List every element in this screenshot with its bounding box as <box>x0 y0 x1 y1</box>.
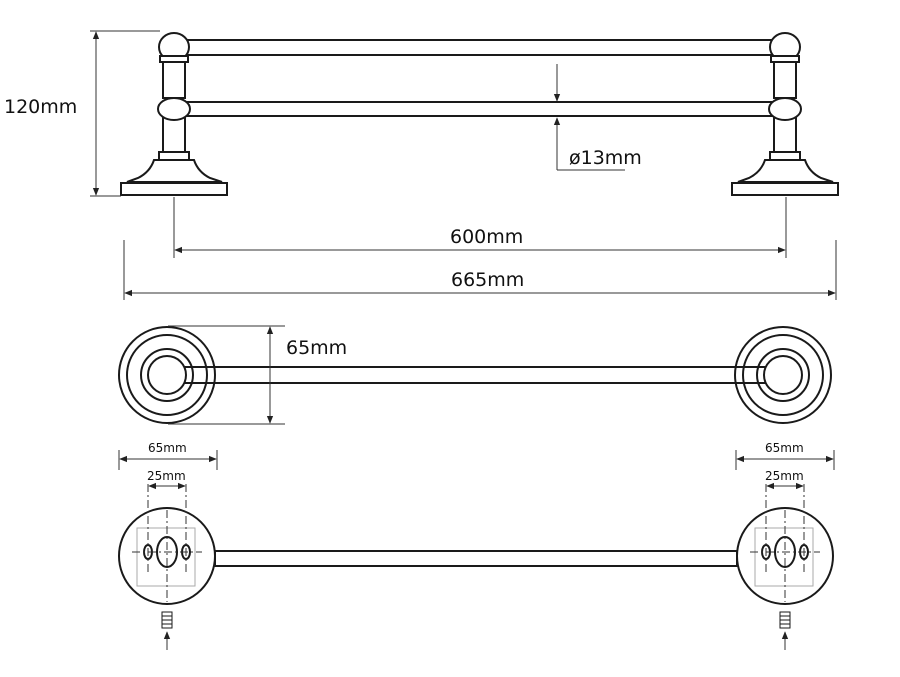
right-post <box>731 32 839 196</box>
lower-rod <box>184 101 776 117</box>
upper-rod <box>184 39 776 56</box>
left-base-width-label: 65mm <box>148 441 187 455</box>
right-hole-spacing-label: 25mm <box>765 469 804 483</box>
height-label: 120mm <box>4 96 77 118</box>
rod-diameter-label: ø13mm <box>569 147 642 169</box>
left-post <box>120 32 228 196</box>
top-view-rod <box>181 366 779 384</box>
mounting-view <box>118 507 834 605</box>
rod-length-label: 600mm <box>450 226 523 248</box>
right-base-width-label: 65mm <box>765 441 804 455</box>
right-rosette-top <box>734 326 832 424</box>
base-diameter-label: 65mm <box>286 337 347 359</box>
front-elevation-view <box>120 32 839 196</box>
left-hole-spacing-label: 25mm <box>147 469 186 483</box>
left-set-screw <box>161 611 173 629</box>
overall-length-label: 665mm <box>451 269 524 291</box>
mounting-rod <box>214 550 738 567</box>
right-set-screw <box>779 611 791 629</box>
top-view <box>118 326 832 424</box>
left-rosette-top <box>118 326 216 424</box>
